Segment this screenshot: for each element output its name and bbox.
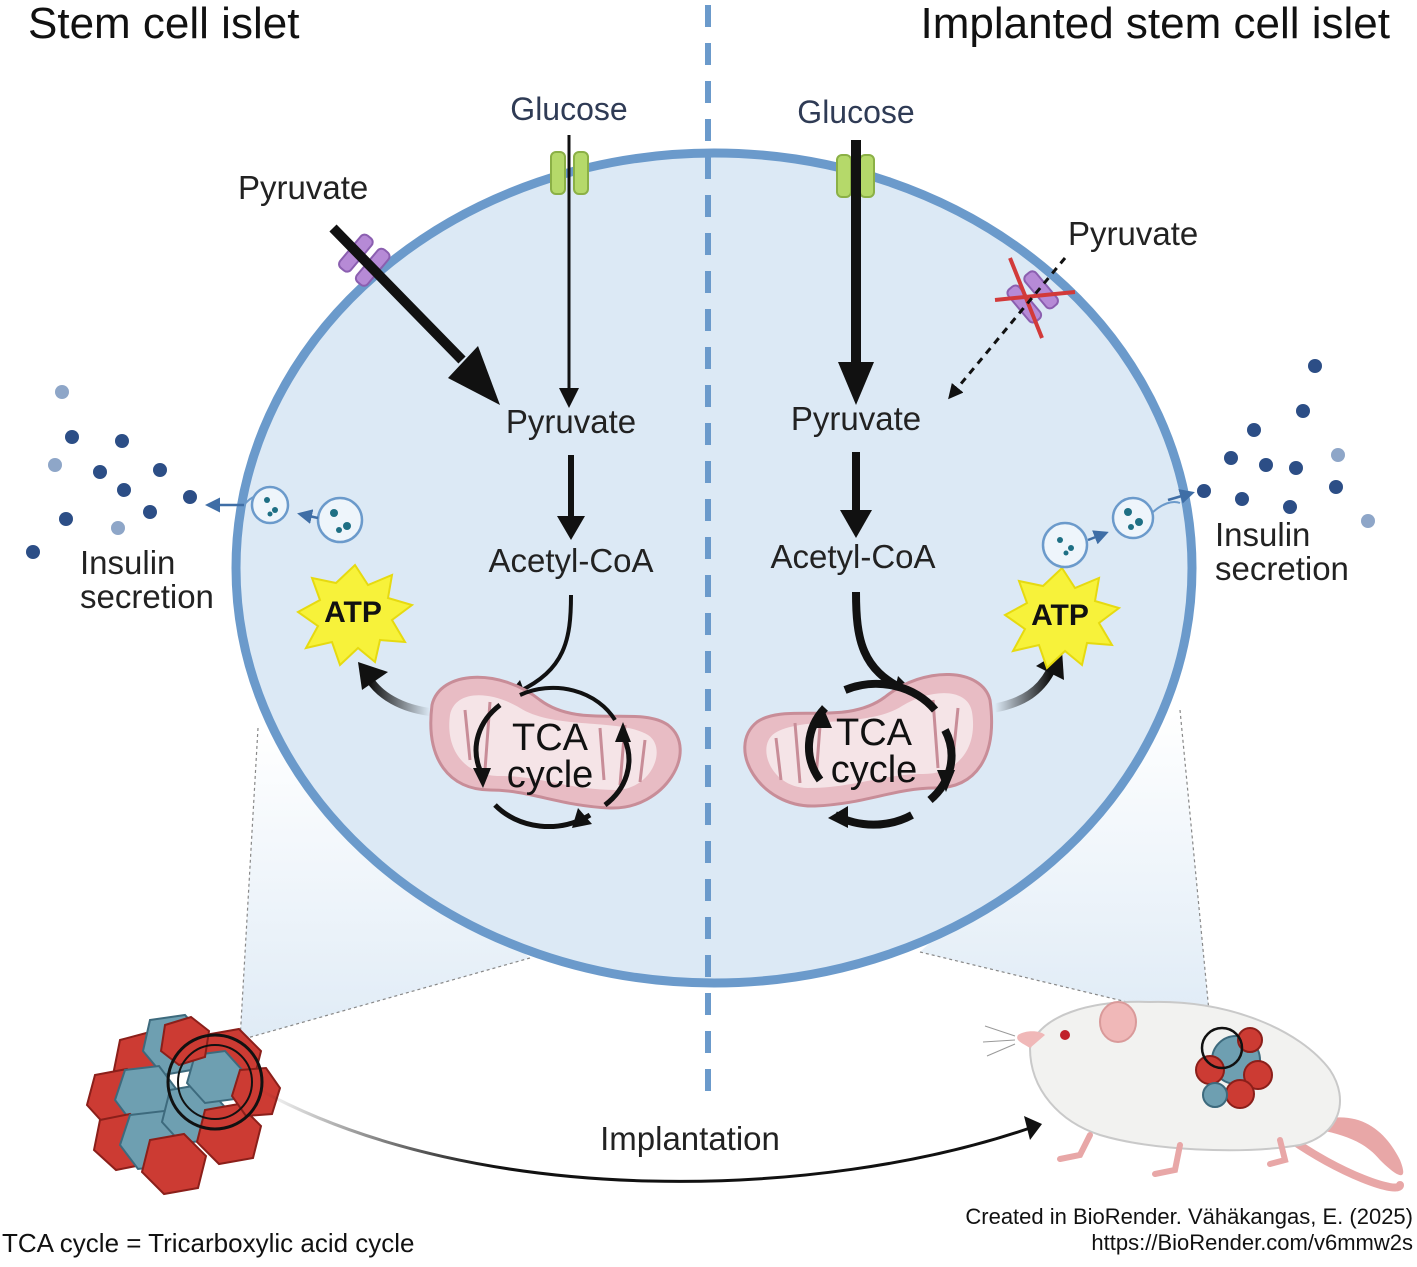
left-atp-label: ATP bbox=[324, 596, 382, 629]
zoom-wedges bbox=[239, 709, 1211, 1041]
right-insulin-label-1: Insulin bbox=[1215, 516, 1310, 553]
right-panel: Glucose Pyruvate Pyruvate Acetyl-CoA bbox=[743, 94, 1375, 829]
right-pyruvate-outside-label: Pyruvate bbox=[1068, 215, 1198, 252]
left-tca-label-2: cycle bbox=[507, 754, 594, 796]
left-pyruvate-inside-label: Pyruvate bbox=[506, 403, 636, 440]
insulin-dots-right bbox=[1197, 359, 1375, 528]
atp-burst-icon bbox=[1003, 566, 1122, 670]
vesicle-icon bbox=[205, 485, 364, 544]
left-insulin-label-1: Insulin bbox=[80, 544, 175, 581]
left-glucose-label: Glucose bbox=[510, 91, 627, 127]
vesicle-icon bbox=[1041, 489, 1195, 569]
credit-line-2: https://BioRender.com/v6mmw2s bbox=[1091, 1230, 1413, 1255]
credit-line-1: Created in BioRender. Vähäkangas, E. (20… bbox=[965, 1204, 1413, 1229]
tca-cycle-icon bbox=[804, 679, 956, 829]
right-tca-label-1: TCA bbox=[836, 712, 913, 754]
right-insulin-label-2: secretion bbox=[1215, 550, 1349, 587]
insulin-dots-left bbox=[26, 385, 197, 559]
left-panel: Glucose Pyruvate Pyruvate Acetyl-CoA bbox=[26, 91, 682, 830]
atp-burst-icon bbox=[296, 563, 415, 667]
title-left: Stem cell islet bbox=[28, 0, 299, 48]
blocked-transporter-icon bbox=[994, 257, 1076, 339]
left-pyruvate-outside-label: Pyruvate bbox=[238, 169, 368, 206]
islet-cluster-icon bbox=[85, 1013, 282, 1196]
right-tca-label-2: cycle bbox=[831, 749, 918, 791]
right-atp-label: ATP bbox=[1031, 599, 1089, 632]
implantation-label: Implantation bbox=[600, 1120, 780, 1157]
right-glucose-label: Glucose bbox=[797, 94, 914, 130]
title-right: Implanted stem cell islet bbox=[920, 0, 1390, 48]
tca-cycle-icon bbox=[473, 685, 632, 830]
footnote: TCA cycle = Tricarboxylic acid cycle bbox=[2, 1228, 415, 1258]
glucose-transporter-icon bbox=[550, 151, 589, 195]
mouse-icon bbox=[982, 1000, 1404, 1192]
right-acetyl-coa-label: Acetyl-CoA bbox=[770, 538, 935, 575]
left-insulin-label-2: secretion bbox=[80, 578, 214, 615]
left-tca-label-1: TCA bbox=[512, 717, 589, 759]
left-acetyl-coa-label: Acetyl-CoA bbox=[488, 542, 653, 579]
right-pyruvate-inside-label: Pyruvate bbox=[791, 400, 921, 437]
